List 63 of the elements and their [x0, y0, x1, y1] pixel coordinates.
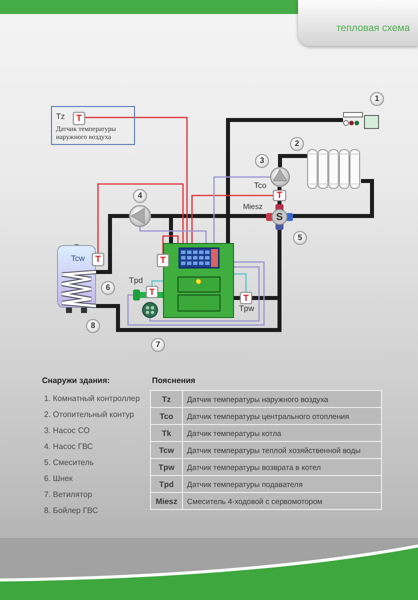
pipe [96, 214, 129, 274]
mixer-valve: S [266, 204, 293, 230]
list-item: 6. Шнек [44, 474, 73, 483]
callout-number: 5 [293, 231, 307, 245]
signal-wire [191, 194, 273, 243]
signal-wire [234, 273, 247, 292]
callout-number: 3 [255, 154, 269, 168]
pump-icon [129, 205, 151, 227]
temperature-sensor: T [240, 292, 252, 304]
list-item: 5. Смеситель [44, 458, 94, 467]
callout-number: 4 [133, 189, 147, 203]
signal-wire [84, 116, 188, 243]
signal-wire [97, 183, 184, 253]
pipe [234, 296, 240, 300]
symbol-cell: Tco [150, 408, 182, 424]
list-heading: Пояснения [152, 376, 196, 385]
list-item: 3. Насос СО [44, 426, 90, 435]
list-item: 4. Насос ГВС [44, 442, 94, 451]
symbol-cell: Miesz [150, 492, 182, 510]
page-title: тепловая схема [336, 23, 410, 34]
symbol-cell: Tpd [150, 476, 182, 492]
sensor-code: Tz [56, 112, 65, 121]
signal-wire [151, 280, 163, 286]
callout-number: 7 [151, 338, 165, 352]
fan-icon [142, 302, 158, 318]
water-tank [57, 243, 96, 313]
signal-wire [149, 266, 260, 322]
symbol-cell: Tz [150, 390, 182, 408]
sensor-label: Tco [254, 182, 266, 190]
callout-number: 8 [86, 319, 100, 333]
callout-number: 6 [101, 281, 115, 295]
temperature-sensor: T [273, 190, 286, 201]
pipe [226, 118, 343, 243]
symbol-cell: Tk [150, 424, 182, 442]
pipe [96, 296, 282, 332]
temperature-sensor: T [146, 286, 158, 298]
list-heading: Снаружи здания: [42, 376, 110, 385]
symbol-cell: Tcw [150, 442, 182, 458]
list-item: 2. Отопительный контур [44, 410, 134, 419]
signal-wire [213, 176, 270, 243]
list-item: 8. Бойлер ГВС [44, 506, 98, 515]
sensor-label: Tpw [239, 305, 254, 313]
temperature-sensor: T [73, 112, 85, 125]
pump-icon [270, 167, 290, 187]
temperature-sensor: T [157, 254, 169, 267]
temperature-sensor: T [92, 253, 104, 266]
pipe [278, 154, 307, 167]
pipe [278, 201, 282, 204]
pipe [293, 179, 374, 218]
signal-wire [139, 227, 207, 243]
signal-wire [162, 235, 179, 254]
sensor-label: Tcw [71, 255, 85, 263]
pipe [278, 187, 282, 190]
list-item: 7. Ветилятор [44, 490, 92, 499]
sensor-label: Tpd [129, 277, 143, 285]
symbol-cell: Tpw [150, 458, 182, 476]
radiator-icon [307, 149, 361, 189]
controller-icon [343, 112, 379, 129]
list-item: 1. Комнатный контроллер [44, 394, 140, 403]
callout-number: 1 [370, 92, 384, 106]
sensor-info-box [51, 106, 135, 145]
callout-number: 2 [290, 137, 304, 151]
signal-wire [127, 261, 265, 326]
